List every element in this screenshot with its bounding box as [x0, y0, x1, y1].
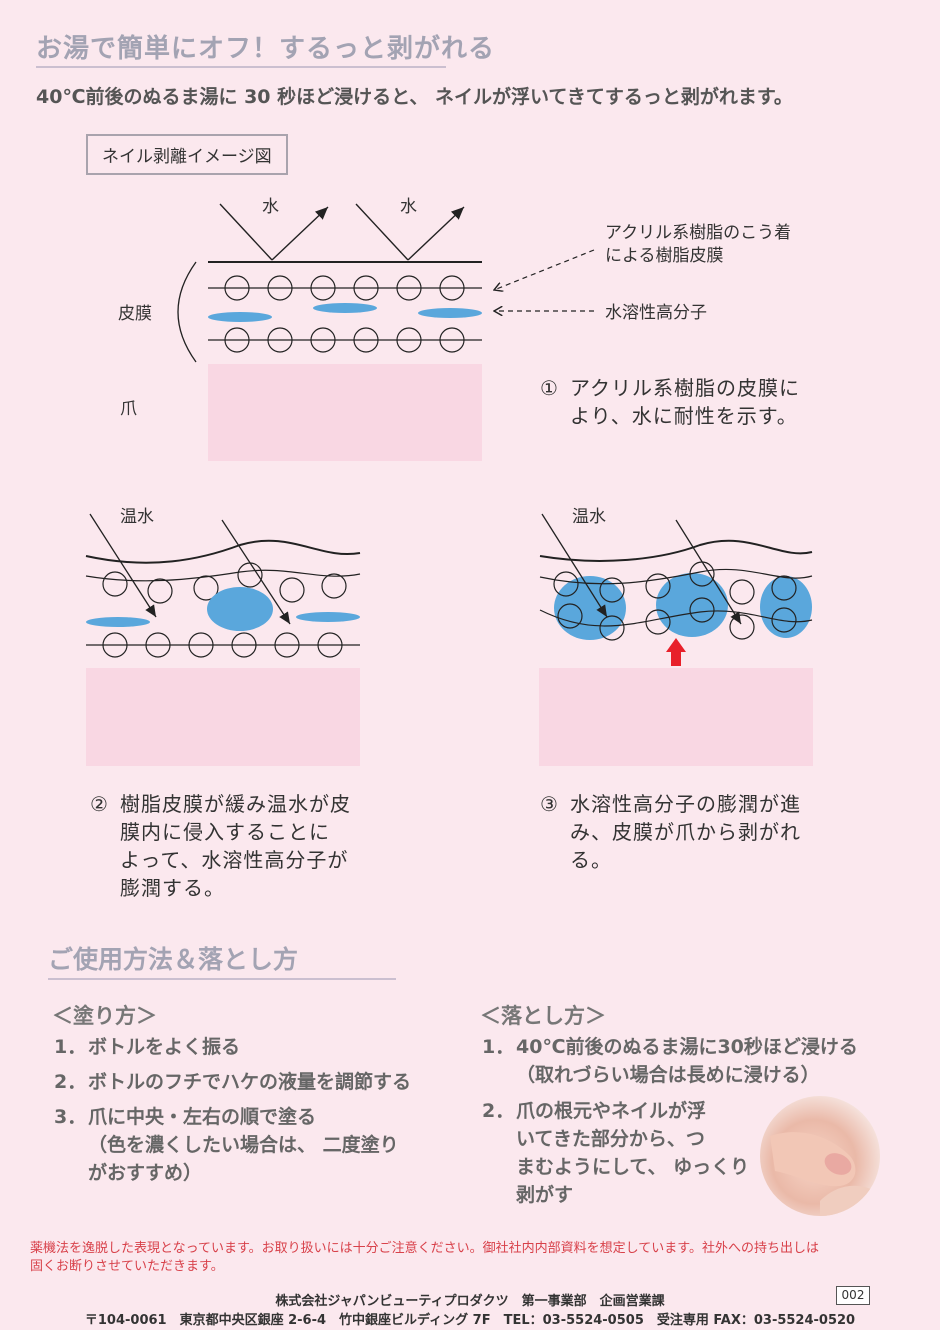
diagram-step2: 温水	[85, 507, 361, 766]
water-label-1: 水	[262, 197, 279, 217]
step2-line3: よって、水溶性高分子が	[120, 848, 349, 872]
step2-description: ② 樹脂皮膜が緩み温水が皮 膜内に侵入することに よって、水溶性高分子が 膨潤す…	[90, 790, 410, 902]
step1-description: ① アクリル系樹脂の皮膜に より、水に耐性を示す。	[540, 374, 870, 430]
nail-block-1	[208, 364, 482, 461]
film-label: 皮膜	[118, 304, 152, 324]
step3-line2: み、皮膜が爪から剥がれ	[570, 820, 801, 844]
usage-divider	[48, 978, 396, 980]
warm-water-arrow-3a	[541, 513, 608, 618]
company-name: 株式会社ジャパンビューティプロダクツ 第一事業部 企画営業課	[275, 1294, 665, 1309]
step3-line3: る。	[570, 848, 612, 872]
step2-number: ②	[90, 792, 108, 816]
warm-water-label-3: 温水	[572, 507, 606, 527]
resin-particles-2-bottom	[102, 632, 343, 658]
step2-line1: 樹脂皮膜が緩み温水が皮	[120, 792, 351, 816]
peeling-photo	[760, 1096, 880, 1216]
warm-water-arrow-2a	[89, 513, 157, 618]
resin-particles-3-bottom	[557, 597, 797, 641]
polymer-2b	[296, 612, 360, 622]
acrylic-leader-line	[494, 249, 595, 290]
usage-section-title: ご使用方法＆落とし方	[48, 945, 299, 974]
nail-block-3	[539, 668, 813, 766]
resin-particles-top	[224, 275, 465, 301]
resin-particles-3-top	[553, 561, 797, 605]
remove-heading: ＜落とし方＞	[480, 1004, 606, 1028]
peel-up-arrow-icon	[666, 638, 686, 666]
warm-water-label-2: 温水	[120, 507, 154, 527]
page-title: お湯で簡単にオフ！するっと剥がれる	[36, 34, 496, 64]
step1-line2: より、水に耐性を示す。	[570, 404, 798, 428]
warm-water-arrow-3b	[675, 519, 742, 625]
step3-line1: 水溶性高分子の膨潤が進	[570, 792, 801, 816]
water-reflect-arrow-left	[271, 206, 329, 261]
finger-illustration	[770, 1132, 880, 1216]
lead-text: 40℃前後のぬるま湯に 30 秒ほど浸けると、 ネイルが浮いてきてするっと剥がれ…	[36, 86, 793, 108]
polymer-ellipses	[208, 303, 482, 322]
diagram-title-box: ネイル剥離イメージ図	[86, 134, 288, 175]
diagram-step3: 温水	[539, 507, 813, 766]
polymer-label: 水溶性高分子	[605, 303, 707, 323]
nail-peel-diagram: 水 水 皮膜 爪 アクリル系樹脂のこう着 による樹脂皮膜	[85, 197, 813, 766]
legal-warning: 薬機法を逸脱した表現となっています。お取り扱いには十分ご注意ください。御社社内内…	[30, 1240, 920, 1276]
acrylic-label-line1: アクリル系樹脂のこう着	[605, 223, 791, 243]
company-address: 〒104-0061 東京都中央区銀座 2-6-4 竹中銀座ビルディング 7F T…	[84, 1313, 856, 1328]
remove-item-2: 2． 爪の根元やネイルが浮 いてきた部分から、つ まむようにして、 ゆっくり 剥…	[482, 1100, 750, 1206]
legal-warning-line1: 薬機法を逸脱した表現となっています。お取り扱いには十分ご注意ください。御社社内内…	[30, 1241, 819, 1256]
water-label-2: 水	[400, 197, 417, 217]
nail-label: 爪	[120, 399, 137, 419]
water-in-arrow-left	[219, 203, 273, 261]
resin-particles-bottom	[224, 327, 465, 353]
apply-item-2: 2． ボトルのフチでハケの液量を調節する	[54, 1071, 412, 1093]
warm-water-arrow-2b	[221, 519, 291, 625]
title-divider	[36, 66, 446, 68]
acrylic-label-line2: による樹脂皮膜	[605, 246, 724, 266]
page-number: 002	[836, 1286, 870, 1305]
step3-description: ③ 水溶性高分子の膨潤が進 み、皮膜が爪から剥がれ る。	[540, 790, 870, 874]
legal-warning-line2: 固くお断りさせていただきます。	[30, 1259, 224, 1274]
apply-item-1: 1． ボトルをよく振る	[54, 1036, 241, 1058]
water-reflect-arrow-right	[407, 206, 465, 261]
step1-line1: アクリル系樹脂の皮膜に	[570, 376, 800, 400]
apply-heading: ＜塗り方＞	[52, 1004, 157, 1028]
water-in-arrow-right	[355, 203, 409, 261]
polymer-2a	[86, 617, 150, 627]
step3-number: ③	[540, 792, 558, 816]
step2-line4: 膨潤する。	[120, 876, 225, 900]
step2-line2: 膜内に侵入することに	[120, 820, 330, 844]
remove-item-1: 1． 40℃前後のぬるま湯に30秒ほど浸ける （取れづらい場合は長めに浸ける）	[482, 1036, 858, 1086]
diagram-step1: 水 水 皮膜 爪 アクリル系樹脂のこう着 による樹脂皮膜	[118, 197, 791, 461]
polymer-2-swelling	[207, 587, 273, 631]
nail-block-2	[86, 668, 360, 766]
polymer-3-swollen	[554, 573, 812, 640]
film-bracket	[177, 261, 197, 363]
step1-number: ①	[540, 376, 558, 400]
apply-item-3: 3． 爪に中央・左右の順で塗る （色を濃くしたい場合は、 二度塗り がおすすめ）	[54, 1106, 399, 1184]
